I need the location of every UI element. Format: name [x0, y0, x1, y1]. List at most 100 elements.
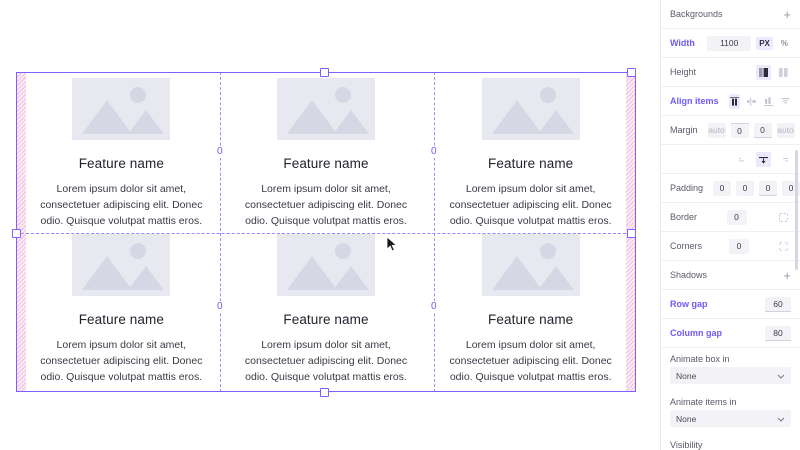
gap-badge-col1-row1[interactable]: 0: [216, 146, 224, 158]
add-shadow-button[interactable]: +: [783, 267, 791, 283]
align-items-label: Align items: [670, 96, 719, 106]
margin-left-input[interactable]: auto: [707, 122, 726, 138]
visibility-label: Visibility: [670, 440, 703, 450]
padding-bottom-input[interactable]: 0: [759, 180, 778, 196]
animate-items-in-label: Animate items in: [670, 397, 737, 407]
feature-card-title: Feature name: [78, 312, 164, 327]
column-guide-2: [434, 72, 435, 392]
image-placeholder-icon: [276, 234, 375, 296]
resize-handle-top-center[interactable]: [320, 68, 329, 77]
width-unit-px-button[interactable]: PX: [756, 36, 773, 50]
properties-panel[interactable]: Backgrounds + Width 1100 PX % Height Ali…: [660, 0, 800, 450]
image-placeholder-icon: [72, 234, 171, 296]
width-input[interactable]: 1100: [707, 35, 752, 51]
padding-label: Padding: [670, 183, 704, 193]
column-gap-label: Column gap: [670, 328, 722, 338]
gap-badge-col1-row2[interactable]: 0: [216, 301, 224, 313]
corners-rounding-icon[interactable]: [776, 239, 791, 254]
align-center-icon[interactable]: [745, 94, 757, 109]
feature-grid[interactable]: Feature name Lorem ipsum dolor sit amet,…: [26, 78, 626, 386]
panel-scrollbar[interactable]: [795, 150, 798, 270]
align-end-icon[interactable]: [779, 94, 791, 109]
mouse-cursor-icon: [386, 236, 398, 253]
row-gap-input[interactable]: 60: [765, 296, 791, 312]
shadows-row[interactable]: Shadows +: [661, 261, 800, 290]
row-guide-1: [16, 233, 636, 234]
align-items-row[interactable]: Align items: [661, 87, 800, 116]
animate-items-in-value: None: [676, 413, 697, 424]
animate-box-in-select[interactable]: None: [670, 367, 791, 384]
feature-card-title: Feature name: [283, 156, 369, 171]
width-unit-percent-button[interactable]: %: [780, 38, 788, 48]
resize-handle-top-right[interactable]: [627, 68, 636, 77]
animate-box-in-group[interactable]: Animate box in None: [661, 348, 800, 391]
column-guide-1: [220, 72, 221, 392]
feature-card-body: Lorem ipsum dolor sit amet, consectetuer…: [244, 183, 408, 227]
corners-row[interactable]: Corners 0: [661, 232, 800, 261]
margin-align-left-icon[interactable]: [736, 152, 751, 167]
animate-items-in-select[interactable]: None: [670, 410, 791, 427]
height-row[interactable]: Height: [661, 58, 800, 87]
resize-handle-bottom-center[interactable]: [320, 388, 329, 397]
border-width-input[interactable]: 0: [726, 209, 747, 225]
width-row[interactable]: Width 1100 PX %: [661, 29, 800, 58]
align-baseline-icon[interactable]: [762, 94, 774, 109]
chevron-down-icon: [777, 371, 785, 381]
padding-top-input[interactable]: 0: [736, 180, 755, 196]
chevron-down-icon: [777, 414, 785, 424]
backgrounds-row[interactable]: Backgrounds +: [661, 0, 800, 29]
feature-card-body: Lorem ipsum dolor sit amet, consectetuer…: [449, 339, 612, 383]
image-placeholder-icon: [481, 234, 580, 296]
image-placeholder-icon: [481, 78, 580, 140]
feature-card[interactable]: Feature name Lorem ipsum dolor sit amet,…: [435, 78, 626, 230]
image-placeholder-icon: [72, 78, 171, 140]
margin-right-input[interactable]: auto: [776, 122, 795, 138]
margin-align-right-icon[interactable]: [776, 152, 791, 167]
width-label: Width: [670, 38, 695, 48]
feature-card-body: Lorem ipsum dolor sit amet, consectetuer…: [40, 339, 203, 383]
padding-row[interactable]: Padding 0 0 0 0: [661, 174, 800, 203]
column-gap-input[interactable]: 80: [765, 325, 791, 341]
margin-top-input[interactable]: 0: [730, 122, 749, 138]
row-gap-row[interactable]: Row gap 60: [661, 290, 800, 319]
feature-card-body: Lorem ipsum dolor sit amet, consectetuer…: [449, 183, 612, 227]
feature-card[interactable]: Feature name Lorem ipsum dolor sit amet,…: [435, 234, 626, 386]
design-canvas[interactable]: 0 0 0 0 Feature name Lorem ipsum dolor s…: [0, 0, 660, 450]
padding-highlight-left: [17, 72, 26, 392]
feature-card-title: Feature name: [283, 312, 369, 327]
padding-left-input[interactable]: 0: [713, 180, 732, 196]
border-row[interactable]: Border 0: [661, 203, 800, 232]
row-gap-label: Row gap: [670, 299, 708, 309]
resize-handle-middle-left[interactable]: [12, 229, 21, 238]
margin-label: Margin: [670, 125, 698, 135]
animate-box-in-value: None: [676, 370, 697, 381]
margin-row[interactable]: Margin auto 0 0 auto: [661, 116, 800, 145]
resize-handle-middle-right[interactable]: [627, 229, 636, 238]
animate-items-in-group[interactable]: Animate items in None: [661, 391, 800, 434]
shadows-label: Shadows: [670, 270, 708, 280]
margin-bottom-input[interactable]: 0: [753, 122, 772, 138]
gap-badge-col2-row1[interactable]: 0: [430, 146, 438, 158]
animate-box-in-label: Animate box in: [670, 354, 730, 364]
feature-card-title: Feature name: [488, 312, 574, 327]
border-sides-icon[interactable]: [776, 210, 791, 225]
feature-card-title: Feature name: [78, 156, 164, 171]
feature-card[interactable]: Feature name Lorem ipsum dolor sit amet,…: [231, 234, 422, 386]
margin-align-row[interactable]: [661, 145, 800, 174]
gap-badge-col2-row2[interactable]: 0: [430, 301, 438, 313]
feature-card-body: Lorem ipsum dolor sit amet, consectetuer…: [244, 339, 408, 383]
feature-card[interactable]: Feature name Lorem ipsum dolor sit amet,…: [26, 234, 217, 386]
height-fixed-icon[interactable]: [756, 64, 771, 80]
feature-card[interactable]: Feature name Lorem ipsum dolor sit amet,…: [26, 78, 217, 230]
corners-radius-input[interactable]: 0: [729, 238, 750, 254]
align-stretch-icon[interactable]: [728, 93, 741, 109]
feature-card-title: Feature name: [488, 156, 574, 171]
margin-align-center-icon[interactable]: [756, 151, 771, 167]
backgrounds-label: Backgrounds: [670, 9, 723, 19]
feature-card[interactable]: Feature name Lorem ipsum dolor sit amet,…: [231, 78, 422, 230]
visibility-group[interactable]: Visibility: [661, 434, 800, 450]
corners-label: Corners: [670, 241, 703, 251]
column-gap-row[interactable]: Column gap 80: [661, 319, 800, 348]
add-background-button[interactable]: +: [783, 6, 791, 22]
height-fill-icon[interactable]: [776, 65, 791, 80]
